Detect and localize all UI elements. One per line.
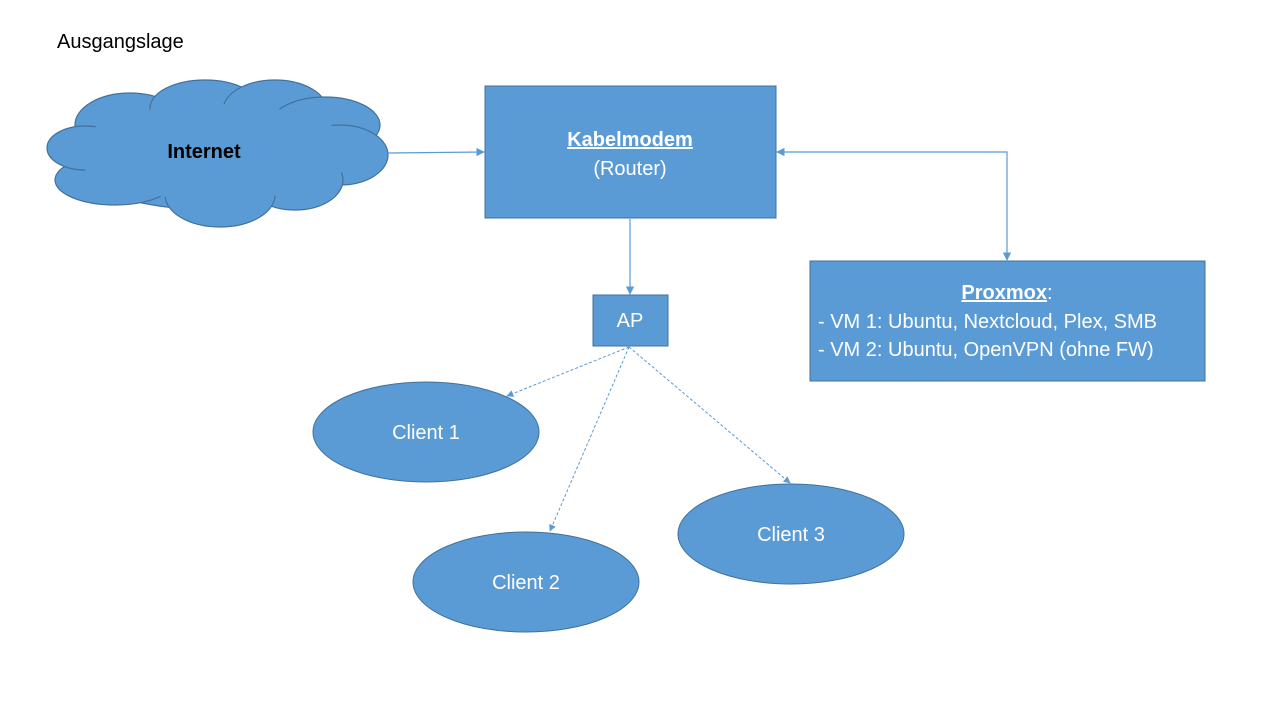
internet-cloud: Internet (46, 79, 389, 228)
connector-ap-client-1 (506, 346, 630, 397)
router-box: Kabelmodem (Router) (484, 85, 777, 219)
ap-box: AP (592, 294, 669, 347)
connector-router-proxmox (776, 147, 1012, 261)
ap-label: AP (617, 310, 644, 332)
proxmox-heading: Proxmox: (961, 282, 1052, 304)
proxmox-title: Proxmox (961, 282, 1047, 304)
router-subtitle: (Router) (593, 158, 666, 180)
internet-label: Internet (167, 141, 241, 163)
client-2-node: Client 2 (412, 531, 640, 633)
slide-title: Ausgangslage (57, 31, 184, 53)
client-2-label: Client 2 (492, 572, 560, 594)
connector-ap-client-3 (628, 346, 791, 484)
proxmox-line-1: - VM 1: Ubuntu, Nextcloud, Plex, SMB (818, 311, 1157, 333)
connector-ap-client-2 (549, 346, 630, 532)
router-title: Kabelmodem (567, 129, 693, 151)
connector-internet-router (387, 147, 485, 157)
proxmox-title-suffix: : (1047, 282, 1053, 304)
client-3-node: Client 3 (677, 483, 905, 585)
proxmox-line-2: - VM 2: Ubuntu, OpenVPN (ohne FW) (818, 339, 1154, 361)
client-1-label: Client 1 (392, 422, 460, 444)
proxmox-box: Proxmox: - VM 1: Ubuntu, Nextcloud, Plex… (809, 260, 1206, 382)
client-3-label: Client 3 (757, 524, 825, 546)
client-1-node: Client 1 (312, 381, 540, 483)
